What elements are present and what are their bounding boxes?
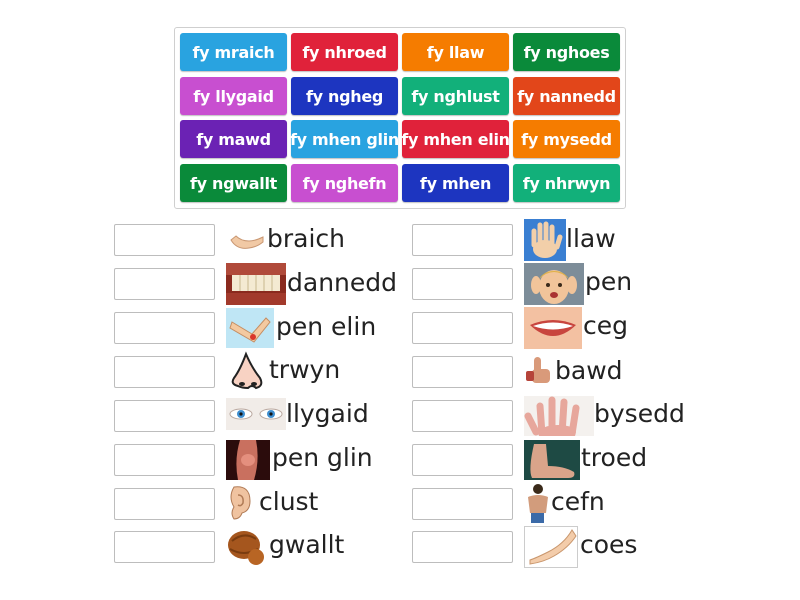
word-clust: clust [259, 487, 319, 516]
word-pen-elin: pen elin [276, 312, 377, 341]
word-bysedd: bysedd [594, 399, 685, 428]
word-gwallt: gwallt [269, 530, 345, 559]
tile-fy-llaw[interactable]: fy llaw [402, 33, 509, 71]
tile-fy-mraich[interactable]: fy mraich [180, 33, 287, 71]
tile-fy-mhen-glin[interactable]: fy mhen glin [290, 120, 399, 158]
tile-fy-mhen[interactable]: fy mhen [402, 164, 509, 202]
drop-slot-gwallt[interactable] [114, 531, 215, 563]
word-cefn: cefn [551, 487, 605, 516]
drop-slot-bawd[interactable] [412, 356, 513, 388]
word-troed: troed [581, 443, 648, 472]
word-coes: coes [580, 530, 638, 559]
tile-fy-ngheg[interactable]: fy ngheg [291, 77, 398, 115]
foot-icon [524, 440, 580, 480]
drop-slot-pen-elin[interactable] [114, 312, 215, 344]
nose-icon [226, 350, 268, 392]
eyes-icon [226, 398, 286, 430]
word-pen: pen [585, 267, 633, 296]
word-dannedd: dannedd [287, 268, 397, 297]
ear-icon [226, 483, 256, 523]
tile-fy-nhrwyn[interactable]: fy nhrwyn [513, 164, 620, 202]
word-trwyn: trwyn [269, 355, 341, 384]
thumb-icon [524, 353, 554, 389]
word-llygaid: llygaid [286, 399, 369, 428]
hand-icon [524, 219, 566, 261]
drop-slot-llaw[interactable] [412, 224, 513, 256]
tile-fy-llygaid[interactable]: fy llygaid [180, 77, 287, 115]
word-braich: braich [267, 224, 346, 253]
head-icon [524, 263, 584, 305]
drop-slot-ceg[interactable] [412, 312, 513, 344]
fingers-icon [524, 396, 594, 436]
mouth-icon [524, 307, 582, 349]
tile-fy-nghlust[interactable]: fy nghlust [402, 77, 509, 115]
word-bawd: bawd [555, 356, 623, 385]
word-ceg: ceg [583, 311, 628, 340]
elbow-icon [226, 308, 274, 348]
drop-slot-coes[interactable] [412, 531, 513, 563]
drop-slot-trwyn[interactable] [114, 356, 215, 388]
word-llaw: llaw [566, 224, 616, 253]
arm-icon [227, 220, 267, 260]
drop-slot-dannedd[interactable] [114, 268, 215, 300]
tile-fy-nghoes[interactable]: fy nghoes [513, 33, 620, 71]
drop-slot-bysedd[interactable] [412, 400, 513, 432]
word-pen-glin: pen glin [272, 443, 373, 472]
leg-icon [524, 526, 578, 568]
answer-bank: fy mraich fy nhroed fy llaw fy nghoes fy… [174, 27, 626, 209]
drop-slot-pen[interactable] [412, 268, 513, 300]
tile-fy-mhen-elin[interactable]: fy mhen elin [401, 120, 510, 158]
drop-slot-clust[interactable] [114, 488, 215, 520]
drop-slot-troed[interactable] [412, 444, 513, 476]
tile-fy-nannedd[interactable]: fy nannedd [513, 77, 620, 115]
drop-slot-braich[interactable] [114, 224, 215, 256]
tile-fy-mysedd[interactable]: fy mysedd [513, 120, 620, 158]
drop-slot-llygaid[interactable] [114, 400, 215, 432]
tile-fy-ngwallt[interactable]: fy ngwallt [180, 164, 287, 202]
tile-fy-mawd[interactable]: fy mawd [180, 120, 287, 158]
drop-slot-cefn[interactable] [412, 488, 513, 520]
knee-icon [226, 440, 270, 480]
teeth-icon [226, 263, 286, 305]
back-icon [524, 483, 550, 523]
tile-fy-nhroed[interactable]: fy nhroed [291, 33, 398, 71]
hair-icon [226, 527, 266, 567]
drop-slot-pen-glin[interactable] [114, 444, 215, 476]
tile-fy-nghefn[interactable]: fy nghefn [291, 164, 398, 202]
